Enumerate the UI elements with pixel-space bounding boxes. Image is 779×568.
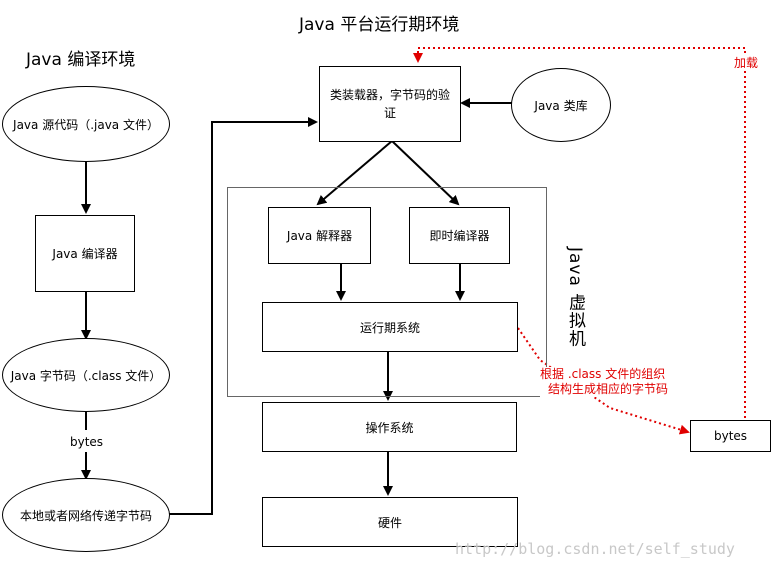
- interpreter-label: Java 解释器: [286, 229, 353, 243]
- platform-title: Java 平台运行期环境: [299, 15, 460, 35]
- interpreter-node: Java 解释器: [268, 207, 371, 264]
- compiler-label: Java 编译器: [52, 247, 118, 261]
- bytecode-node: Java 字节码（.class 文件）: [2, 338, 170, 412]
- red-arrow-bytes-to-loader: [413, 47, 746, 418]
- hardware-node: 硬件: [262, 497, 518, 547]
- generate-annotation-line2: 结构生成相应的字节码: [548, 382, 669, 396]
- transfer-label: 本地或者网络传递字节码: [19, 508, 152, 523]
- watermark: http://blog.csdn.net/self_study: [455, 540, 735, 558]
- bytes-node-label: bytes: [713, 429, 748, 443]
- runtime-system-label: 运行期系统: [359, 320, 420, 335]
- class-library-node: Java 类库: [511, 68, 611, 142]
- arrow-loader-to-jit: [391, 140, 460, 206]
- bytes-label: bytes: [70, 435, 104, 449]
- generate-annotation-line1: 根据 .class 文件的组织: [540, 367, 666, 381]
- operating-system-node: 操作系统: [262, 402, 517, 452]
- arrow-loader-to-interpreter: [316, 140, 393, 206]
- jit-compiler-node: 即时编译器: [409, 207, 510, 264]
- compiler-node: Java 编译器: [35, 215, 135, 292]
- arrow-transfer-to-loader: [168, 117, 318, 515]
- bytes-node: bytes: [690, 420, 771, 452]
- load-annotation: 加载: [734, 54, 759, 71]
- transfer-node: 本地或者网络传递字节码: [2, 478, 170, 552]
- jvm-label: Java 虚拟机: [565, 247, 585, 348]
- class-loader-label: 类装载器，字节码的验证: [329, 88, 450, 120]
- hardware-label: 硬件: [377, 515, 402, 530]
- source-code-node: Java 源代码（.java 文件）: [2, 86, 170, 162]
- compile-title: Java 编译环境: [26, 50, 136, 70]
- jit-compiler-label: 即时编译器: [429, 229, 490, 243]
- class-library-label: Java 类库: [534, 98, 588, 113]
- class-loader-node: 类装载器，字节码的验证: [319, 66, 461, 142]
- generate-annotation: 根据 .class 文件的组织 结构生成相应的字节码: [540, 367, 669, 397]
- source-code-label: Java 源代码（.java 文件）: [13, 117, 159, 132]
- operating-system-label: 操作系统: [365, 420, 414, 435]
- jvm-group: [227, 187, 547, 397]
- runtime-system-node: 运行期系统: [262, 302, 518, 352]
- bytecode-label: Java 字节码（.class 文件）: [10, 368, 162, 383]
